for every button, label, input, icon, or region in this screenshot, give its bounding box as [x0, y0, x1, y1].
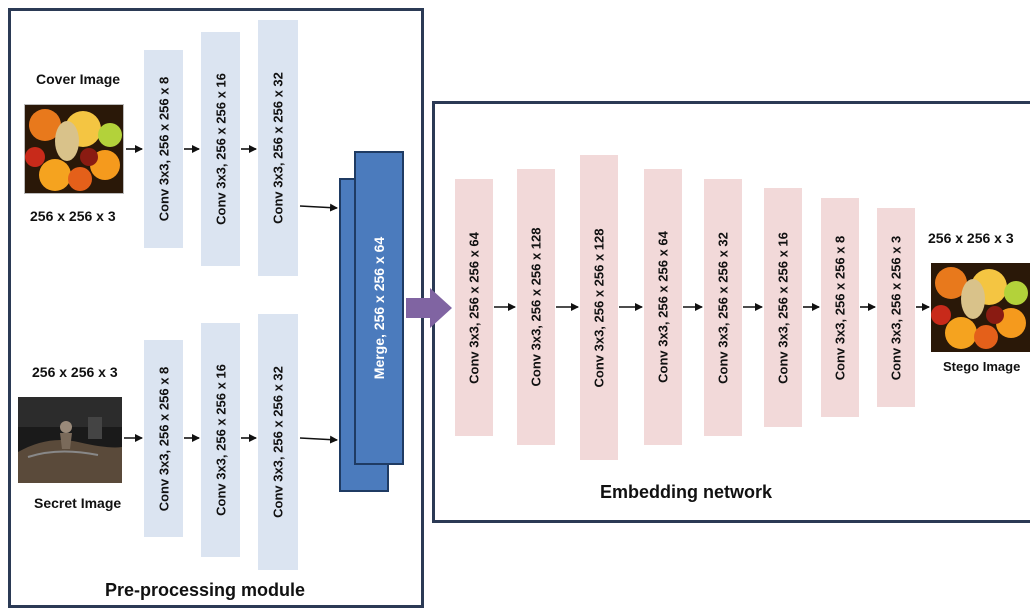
embedding-conv-layer-4: Conv 3x3, 256 x 256 x 64 [644, 169, 682, 445]
embedding-conv-layer-2: Conv 3x3, 256 x 256 x 128 [517, 169, 555, 445]
cover-conv-layer-2: Conv 3x3, 256 x 256 x 16 [201, 32, 240, 266]
arrow-merge-to-embedding [406, 288, 452, 328]
embedding-conv-layer-6: Conv 3x3, 256 x 256 x 16 [764, 188, 802, 427]
secret-image-size: 256 x 256 x 3 [32, 364, 118, 380]
cover-image [24, 104, 124, 194]
arrow-secret-conv3-to-merge [299, 435, 338, 444]
secret-conv-layer-1: Conv 3x3, 256 x 256 x 8 [144, 340, 183, 537]
embedding-network-title: Embedding network [600, 482, 773, 502]
stego-image-title: Stego Image [943, 359, 1021, 374]
cover-image-size: 256 x 256 x 3 [30, 208, 116, 224]
arrow-cover-conv3-to-merge [299, 203, 338, 212]
stego-image-size: 256 x 256 x 3 [928, 230, 1014, 246]
cover-conv-layer-1: Conv 3x3, 256 x 256 x 8 [144, 50, 183, 248]
embedding-conv-layer-1: Conv 3x3, 256 x 256 x 64 [455, 179, 493, 436]
secret-conv-layer-3: Conv 3x3, 256 x 256 x 32 [258, 314, 298, 570]
cover-image-title: Cover Image [36, 71, 121, 87]
secret-conv-layer-2: Conv 3x3, 256 x 256 x 16 [201, 323, 240, 557]
secret-image [18, 397, 122, 483]
preprocessing-module-title: Pre-processing module [105, 580, 306, 600]
embedding-conv-layer-5: Conv 3x3, 256 x 256 x 32 [704, 179, 742, 436]
embedding-conv-layer-7: Conv 3x3, 256 x 256 x 8 [821, 198, 859, 417]
embedding-conv-layer-3: Conv 3x3, 256 x 256 x 128 [580, 155, 618, 460]
secret-image-title: Secret Image [34, 495, 122, 511]
embedding-conv-layer-8: Conv 3x3, 256 x 256 x 3 [877, 208, 915, 407]
merge-block: Merge, 256 x 256 x 64 [354, 151, 404, 465]
cover-conv-layer-3: Conv 3x3, 256 x 256 x 32 [258, 20, 298, 276]
stego-image [931, 263, 1030, 352]
